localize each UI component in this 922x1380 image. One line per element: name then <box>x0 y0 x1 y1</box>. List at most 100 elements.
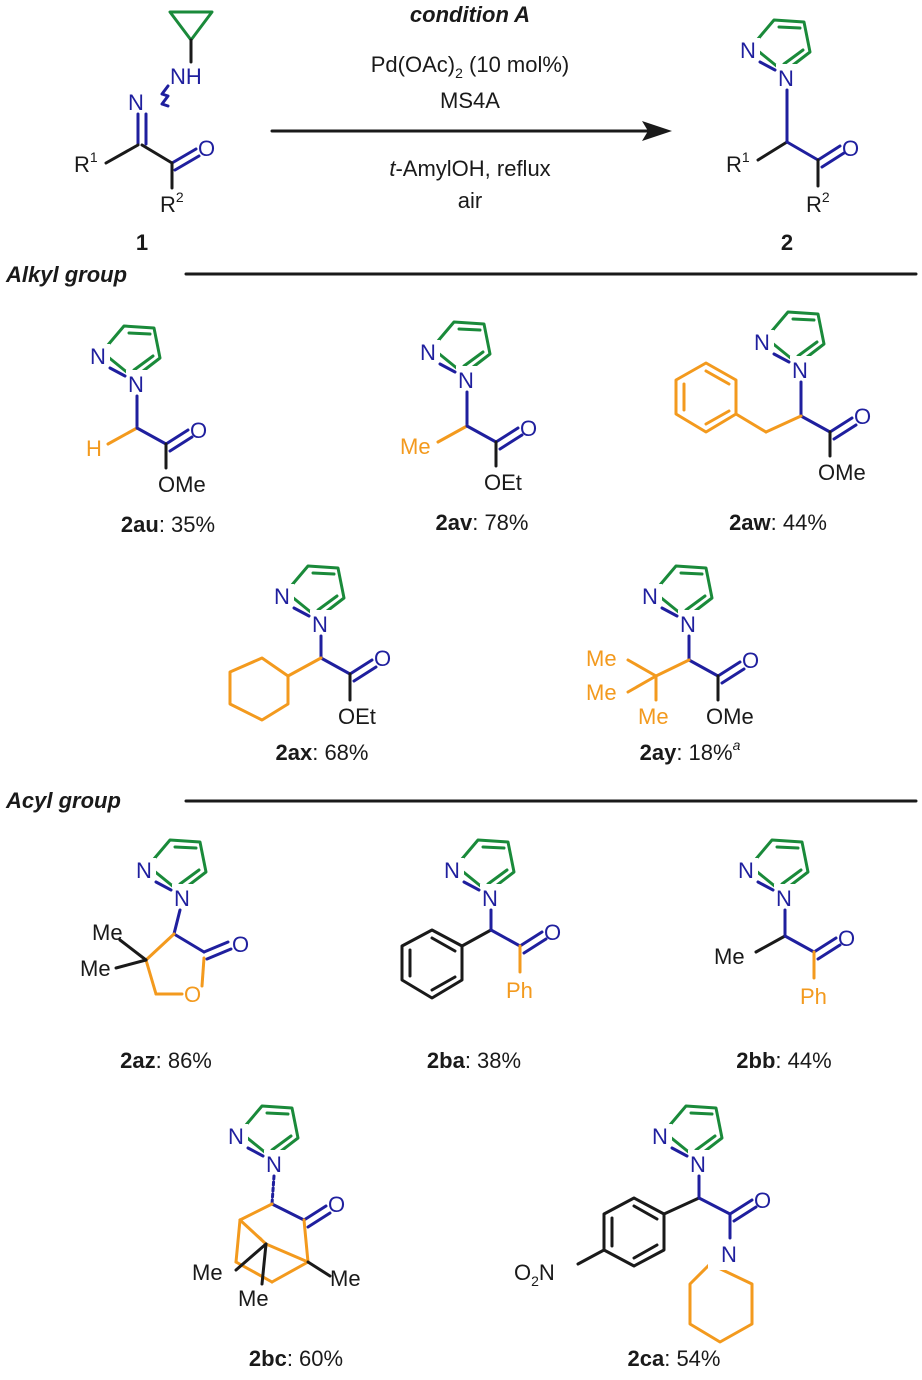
r1-label: R1 <box>74 149 98 177</box>
condition-title: condition A <box>410 2 530 27</box>
svg-text:OMe: OMe <box>706 704 754 729</box>
compound-2ca: N N O2N O N N 2ca: 54% <box>514 1104 771 1371</box>
svg-text:N: N <box>754 330 770 355</box>
svg-text:N: N <box>740 38 756 63</box>
label-2ax: 2ax: 68% <box>276 740 369 765</box>
label-2bc: 2bc: 60% <box>249 1346 343 1371</box>
compound-2ax: N N O OEt 2ax: 68% <box>228 564 391 765</box>
svg-text:H: H <box>86 436 102 461</box>
svg-text:O: O <box>190 418 207 443</box>
svg-text:Ph: Ph <box>800 984 827 1009</box>
svg-text:N: N <box>792 358 808 383</box>
svg-text:N: N <box>174 886 190 911</box>
svg-text:Me: Me <box>586 646 617 671</box>
svg-text:Me: Me <box>92 920 123 945</box>
compound-label-1: 1 <box>136 230 148 255</box>
svg-text:N: N <box>266 1152 282 1177</box>
label-2bb: 2bb: 44% <box>736 1048 831 1073</box>
svg-text:N: N <box>738 858 754 883</box>
compound-label-2: 2 <box>781 230 793 255</box>
svg-text:O: O <box>520 416 537 441</box>
compound-2av: N N Me O OEt 2av: 78% <box>400 320 537 535</box>
svg-text:Me: Me <box>638 704 669 729</box>
product-r1-label: R1 <box>726 149 750 177</box>
label-2az: 2az: 86% <box>120 1048 212 1073</box>
additive-text: MS4A <box>440 88 500 113</box>
product-r2-label: R2 <box>806 189 830 217</box>
label-2au: 2au: 35% <box>121 512 215 537</box>
cyclopentyl-ring <box>228 656 290 722</box>
compound-2az: N N O O Me Me 2az: 86% <box>80 838 249 1073</box>
arrow-head <box>642 121 672 141</box>
compound-2bb: N N Me O Ph 2bb: 44% <box>714 838 855 1073</box>
svg-text:Ph: Ph <box>506 978 533 1003</box>
svg-text:N: N <box>128 372 144 397</box>
piperidine-ring <box>688 1262 754 1344</box>
svg-text:N: N <box>778 66 794 91</box>
starting-material-1: NH N R1 O R2 1 <box>74 10 215 255</box>
compound-2aw: N N O OMe 2aw: 44% <box>674 310 871 535</box>
svg-text:Me: Me <box>400 434 431 459</box>
svg-text:O: O <box>184 982 201 1007</box>
product-2: N N R1 O R2 2 <box>726 18 859 255</box>
svg-text:N: N <box>90 344 106 369</box>
label-2ba: 2ba: 38% <box>427 1048 521 1073</box>
nh-atom: NH <box>170 64 202 89</box>
svg-text:N: N <box>652 1124 668 1149</box>
svg-text:N: N <box>776 886 792 911</box>
svg-text:O: O <box>232 932 249 957</box>
svg-text:Me: Me <box>714 944 745 969</box>
label-2av: 2av: 78% <box>436 510 529 535</box>
svg-text:Me: Me <box>238 1286 269 1311</box>
phenyl-ring <box>674 361 738 434</box>
acyl-group-header: Acyl group <box>5 788 121 813</box>
catalyst-text: Pd(OAc)2 (10 mol%) <box>371 52 570 81</box>
atmosphere-text: air <box>458 188 482 213</box>
label-2ca: 2ca: 54% <box>628 1346 721 1371</box>
svg-text:N: N <box>444 858 460 883</box>
compound-2ay: N N O OMe Me Me Me 2ay: 18%a <box>586 564 759 765</box>
svg-text:O: O <box>854 404 871 429</box>
label-2ay: 2ay: 18%a <box>640 737 741 765</box>
svg-text:N: N <box>136 858 152 883</box>
svg-text:Me: Me <box>192 1260 223 1285</box>
nitro-group: O2N <box>514 1260 555 1289</box>
phenyl-ring <box>400 928 464 1000</box>
svg-text:Me: Me <box>586 680 617 705</box>
svg-text:N: N <box>721 1242 737 1267</box>
cyclopropyl-ring <box>168 10 214 42</box>
wavy-bond <box>160 84 170 108</box>
solvent-text: t-AmylOH, reflux <box>389 156 550 181</box>
svg-text:O: O <box>742 648 759 673</box>
compound-2au: N N H O OMe 2au: 35% <box>86 324 215 537</box>
svg-text:N: N <box>680 612 696 637</box>
svg-text:OEt: OEt <box>338 704 376 729</box>
svg-text:O: O <box>842 136 859 161</box>
reaction-conditions: condition A Pd(OAc)2 (10 mol%) MS4A t-Am… <box>270 2 672 213</box>
svg-text:O: O <box>374 646 391 671</box>
svg-text:O: O <box>328 1192 345 1217</box>
svg-text:N: N <box>420 340 436 365</box>
svg-text:OMe: OMe <box>158 472 206 497</box>
svg-text:N: N <box>642 584 658 609</box>
svg-text:N: N <box>458 368 474 393</box>
svg-text:N: N <box>228 1124 244 1149</box>
alkyl-group-header: Alkyl group <box>5 262 127 287</box>
label-2aw: 2aw: 44% <box>729 510 827 535</box>
compound-2ba: N N O Ph 2ba: 38% <box>400 838 561 1073</box>
svg-text:O: O <box>754 1188 771 1213</box>
svg-text:O: O <box>544 920 561 945</box>
svg-text:Me: Me <box>330 1266 361 1291</box>
svg-text:OMe: OMe <box>818 460 866 485</box>
r2-label: R2 <box>160 189 184 217</box>
svg-text:N: N <box>482 886 498 911</box>
svg-text:O: O <box>838 926 855 951</box>
compound-2bc: N N O Me Me Me 2bc: 60% <box>192 1104 361 1371</box>
svg-text:N: N <box>690 1152 706 1177</box>
svg-text:OEt: OEt <box>484 470 522 495</box>
imine-n-atom: N <box>128 90 144 115</box>
svg-text:N: N <box>274 584 290 609</box>
carbonyl-o-atom: O <box>198 136 215 161</box>
svg-text:N: N <box>312 612 328 637</box>
